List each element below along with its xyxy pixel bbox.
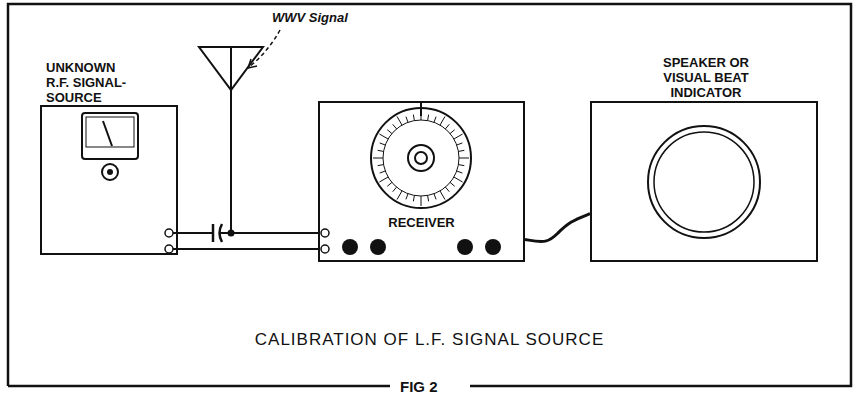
dial-tick	[379, 177, 388, 182]
dial-tick	[454, 134, 463, 139]
meter-needle	[103, 121, 112, 146]
signal-source-box: UNKNOWN R.F. SIGNAL- SOURCE	[40, 105, 178, 255]
signal-arrow	[248, 59, 257, 68]
dial-tick	[393, 124, 397, 129]
knob	[107, 169, 113, 175]
node-label: SPEAKER OR VISUAL BEAT INDICATOR	[651, 55, 761, 100]
knob	[102, 164, 118, 180]
antenna-lead	[230, 47, 232, 233]
dial-tick	[406, 194, 408, 200]
knob	[342, 239, 358, 255]
indicator-box: SPEAKER OR VISUAL BEAT INDICATOR	[590, 101, 818, 262]
knob	[415, 152, 427, 164]
dial-tick	[440, 191, 445, 200]
caption: CALIBRATION OF L.F. SIGNAL SOURCE	[0, 330, 859, 350]
dial-tick	[380, 143, 386, 145]
terminal	[321, 229, 329, 237]
terminal	[321, 245, 329, 253]
dial-tick	[393, 187, 397, 192]
knob	[485, 239, 501, 255]
dial-tick	[379, 134, 388, 139]
dial-tick	[450, 130, 455, 134]
terminal	[165, 229, 173, 237]
dial-tick	[445, 187, 449, 192]
tuning-dial	[371, 108, 471, 208]
knob	[457, 239, 473, 255]
cable	[525, 214, 590, 242]
dial-tick	[454, 177, 463, 182]
figure-number: FIG 2	[398, 378, 440, 395]
dial-tick	[458, 165, 464, 166]
dial-tick	[428, 195, 429, 201]
dial-tick	[378, 150, 384, 151]
signal-arrow	[248, 30, 280, 68]
tuning-dial	[383, 120, 459, 196]
dial-tick	[458, 150, 464, 151]
dial-pointer	[420, 101, 422, 116]
dial-tick	[373, 158, 383, 159]
meter	[82, 113, 138, 159]
knob	[370, 239, 386, 255]
dial-tick	[434, 117, 436, 123]
dial-tick	[457, 171, 463, 173]
signal-label: WWV Signal	[270, 10, 350, 25]
dial-tick	[445, 124, 449, 129]
wire	[178, 248, 318, 250]
dial-tick	[413, 115, 414, 121]
dial-tick	[428, 115, 429, 121]
dial-tick	[387, 182, 392, 186]
meter-face	[86, 117, 134, 147]
wire	[173, 232, 212, 234]
speaker-cone	[654, 132, 754, 232]
speaker-cone	[648, 126, 760, 238]
dial-tick	[450, 182, 455, 186]
dial-tick	[440, 116, 445, 125]
capacitor-symbol	[212, 224, 215, 242]
dial-tick	[434, 194, 436, 200]
node-label: RECEIVER	[320, 215, 523, 230]
knob	[408, 145, 434, 171]
dial-tick	[413, 195, 414, 201]
dial-tick	[397, 191, 402, 200]
dial-tick	[380, 171, 386, 173]
dial-tick	[397, 116, 402, 125]
dial-tick	[421, 196, 422, 206]
dial-tick	[387, 130, 392, 134]
terminal	[165, 245, 173, 253]
frame	[8, 4, 851, 386]
dial-tick	[378, 165, 384, 166]
junction-dot	[228, 230, 235, 237]
receiver-box: RECEIVER	[318, 101, 525, 262]
dial-ticks	[373, 110, 469, 206]
dial-tick	[406, 117, 408, 123]
dial-tick	[457, 143, 463, 145]
node-label: UNKNOWN R.F. SIGNAL- SOURCE	[46, 60, 138, 105]
dial-tick	[459, 158, 469, 159]
